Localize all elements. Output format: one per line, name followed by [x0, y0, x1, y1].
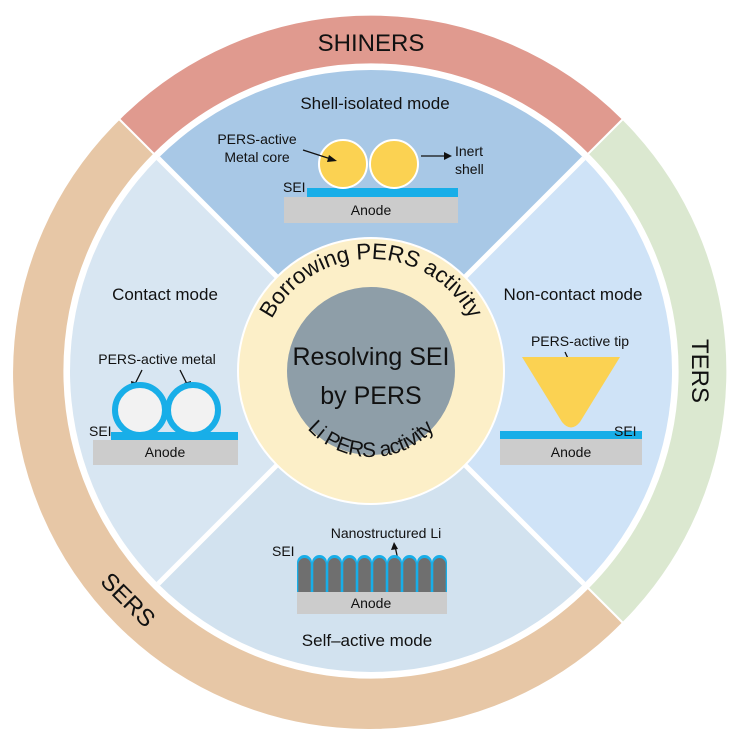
li-column [418, 558, 431, 592]
pers-active-tip [522, 357, 620, 428]
li-arrowhead [391, 542, 398, 550]
inert-shell-label-line2: shell [455, 161, 484, 177]
contact-metal-particle [165, 382, 221, 438]
bottom-anode [297, 592, 447, 614]
nanostructured-li-columns [297, 555, 447, 592]
top-anode [284, 197, 458, 223]
self-active-panel: Nanostructured Li SEI Anode Self–active … [272, 525, 447, 650]
top-sei-layer [307, 188, 458, 197]
metal-core-particle [318, 139, 368, 189]
center-circle [287, 287, 455, 455]
li-column [433, 558, 446, 592]
top-anode-label: Anode [351, 202, 392, 218]
right-sei-layer [500, 431, 642, 439]
contact-metal-particle [112, 382, 168, 438]
metal-core-label-line2: Metal core [224, 149, 290, 165]
non-contact-title: Non-contact mode [504, 285, 643, 304]
li-column [328, 558, 341, 592]
bottom-anode-label: Anode [351, 595, 392, 611]
left-sei-layer [111, 432, 238, 440]
right-sei-label: SEI [614, 423, 637, 439]
li-column [358, 558, 371, 592]
li-column [343, 558, 356, 592]
top-sei-label: SEI [283, 179, 306, 195]
li-column [403, 558, 416, 592]
metal-core-label-line1: PERS-active [217, 131, 297, 147]
shell-isolated-panel: Shell-isolated mode Anode SEI PERS-activ… [217, 94, 484, 223]
pers-active-tip-label: PERS-active tip [531, 333, 629, 349]
right-anode-label: Anode [551, 444, 592, 460]
shiners-label: SHINERS [318, 30, 425, 57]
left-anode [93, 440, 238, 465]
ters-label: TERS [686, 339, 713, 403]
center-title-line1: Resolving SEI [292, 343, 449, 371]
left-anode-label: Anode [145, 444, 186, 460]
contact-mode-panel: Contact mode PERS-active metal Anode SEI [89, 285, 238, 465]
self-active-title: Self–active mode [302, 631, 432, 650]
inert-shell-label-line1: Inert [455, 143, 483, 159]
shell-isolated-title: Shell-isolated mode [300, 94, 449, 113]
pers-active-metal-label: PERS-active metal [98, 351, 215, 367]
li-column [388, 558, 401, 592]
metal-core-particle [369, 139, 419, 189]
li-column [298, 558, 311, 592]
nanostructured-li-label: Nanostructured Li [331, 525, 442, 541]
inert-shell-arrowhead [444, 152, 452, 160]
li-column [373, 558, 386, 592]
metal-core-arrowhead [327, 155, 337, 162]
center-title-line2: by PERS [320, 382, 421, 410]
right-anode [500, 439, 642, 465]
left-sei-label: SEI [89, 423, 112, 439]
contact-mode-title: Contact mode [112, 285, 218, 304]
li-column [313, 558, 326, 592]
sers-ring-segment [11, 117, 625, 731]
non-contact-panel: Non-contact mode PERS-active tip SEI Ano… [500, 285, 642, 465]
bottom-sei-label: SEI [272, 543, 295, 559]
